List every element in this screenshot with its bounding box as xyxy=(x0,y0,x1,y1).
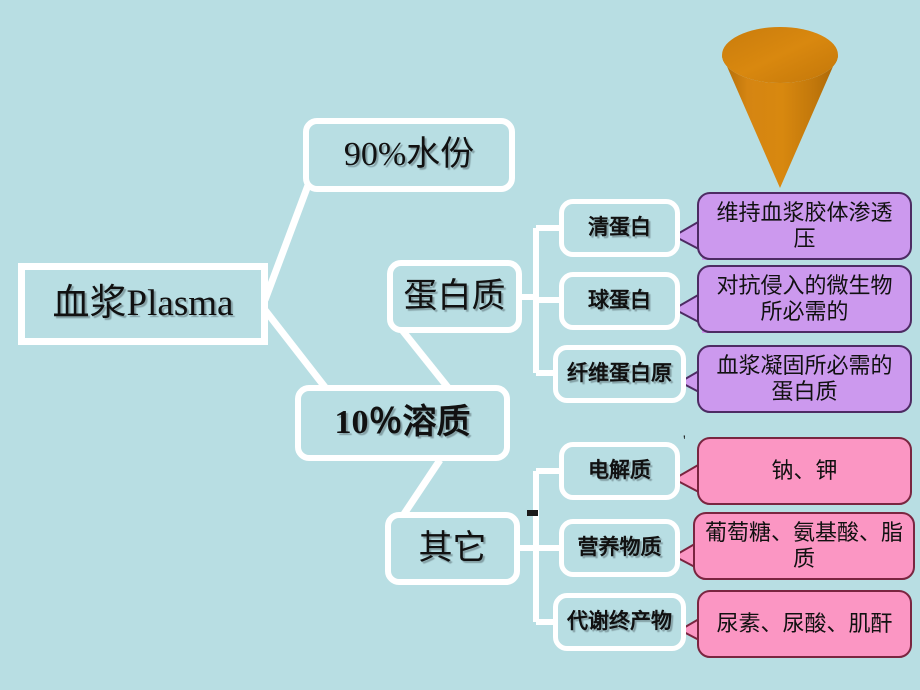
node-other[interactable]: 其它 xyxy=(385,512,520,585)
stray-apostrophe-mark: ' xyxy=(683,433,686,449)
node-water[interactable]: 90%水份 xyxy=(303,118,515,192)
node-fibrinogen[interactable]: 纤维蛋白原 xyxy=(553,345,686,403)
node-metabolite[interactable]: 代谢终产物 xyxy=(553,593,686,651)
node-globulin[interactable]: 球蛋白 xyxy=(559,272,680,330)
node-protein[interactable]: 蛋白质 xyxy=(387,260,522,333)
stray-dash-mark xyxy=(527,510,538,516)
callout-albumin-note[interactable]: 维持血浆胶体渗透压 xyxy=(697,192,912,260)
node-solute[interactable]: 10％溶质 xyxy=(295,385,510,461)
callout-nutrient-note[interactable]: 葡萄糖、氨基酸、脂质 xyxy=(693,512,915,580)
node-electrolyte[interactable]: 电解质 xyxy=(559,442,680,500)
node-nutrient[interactable]: 营养物质 xyxy=(559,519,680,577)
callout-metabolite-note[interactable]: 尿素、尿酸、肌酐 xyxy=(697,590,912,658)
orange-cone-icon xyxy=(700,8,860,193)
callout-electrolyte-note[interactable]: 钠、钾 xyxy=(697,437,912,505)
node-albumin[interactable]: 清蛋白 xyxy=(559,199,680,257)
callout-fibrinogen-note[interactable]: 血浆凝固所必需的蛋白质 xyxy=(697,345,912,413)
callout-globulin-note[interactable]: 对抗侵入的微生物所必需的 xyxy=(697,265,912,333)
node-root[interactable]: 血浆Plasma xyxy=(18,263,268,345)
